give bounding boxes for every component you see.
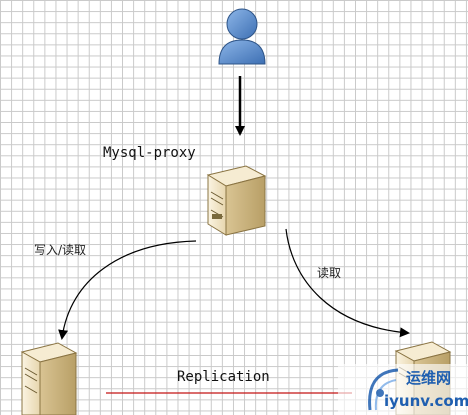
write-read-label: 写入/读取: [34, 243, 87, 257]
read-label: 读取: [317, 266, 342, 280]
proxy-label: Mysql-proxy: [103, 145, 196, 161]
watermark-url-text: iyunv.com: [384, 392, 468, 410]
write-read-arrow: [58, 240, 197, 340]
watermark-cn-text: 运维网: [406, 369, 452, 387]
user-icon: [218, 8, 266, 65]
watermark-logo: [338, 364, 468, 415]
replication-label: Replication: [177, 369, 270, 385]
proxy-server-icon: [206, 165, 267, 236]
read-arrow: [285, 228, 410, 338]
master-server-icon: [20, 342, 78, 415]
